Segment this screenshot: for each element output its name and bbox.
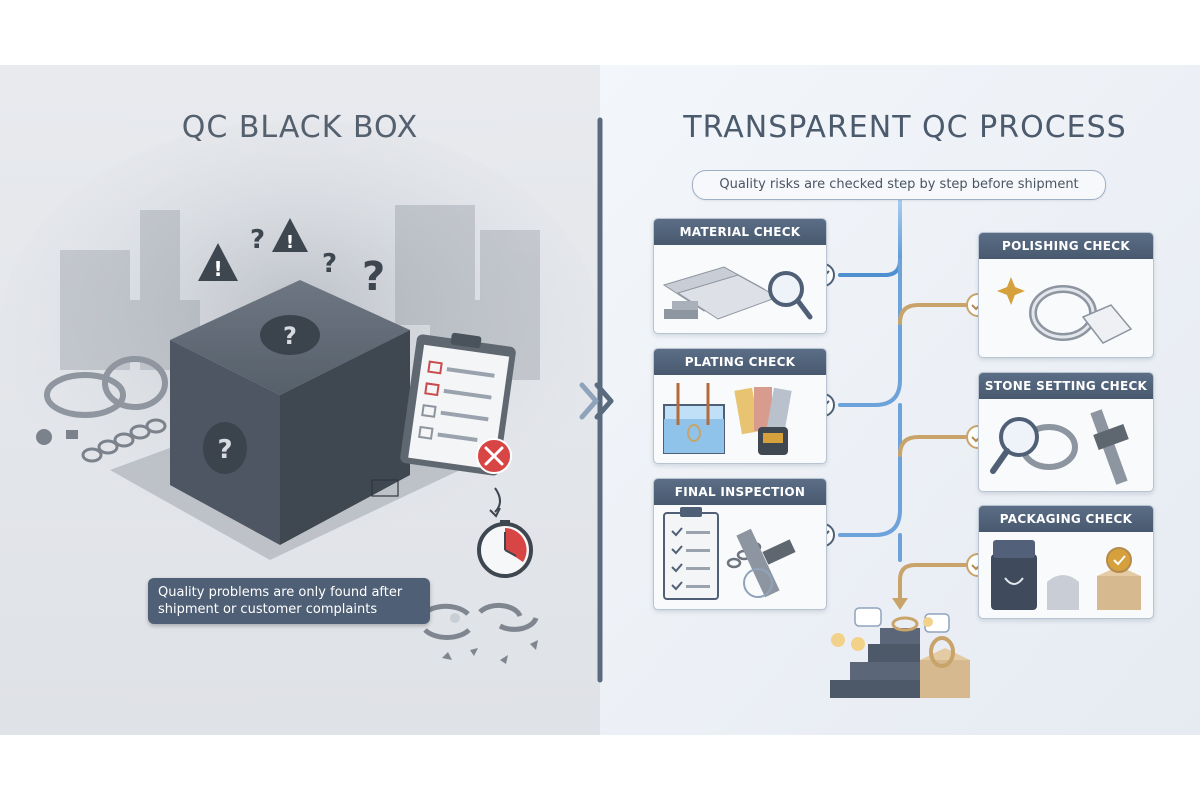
svg-text:!: ! xyxy=(286,232,294,253)
step-card-packaging-check: PACKAGING CHECK xyxy=(978,505,1154,619)
step-card-final-inspection: FINAL INSPECTION xyxy=(653,478,827,610)
step-card-title: PACKAGING CHECK xyxy=(979,506,1153,532)
step-card-title: POLISHING CHECK xyxy=(979,233,1153,259)
warning-icon: ! xyxy=(198,243,238,281)
step-card-material-check: MATERIAL CHECK xyxy=(653,218,827,334)
svg-text:!: ! xyxy=(213,257,222,281)
problem-note-line-2: shipment or customer complaints xyxy=(158,602,378,617)
chain xyxy=(81,418,167,463)
magnifier-icon xyxy=(768,271,804,307)
packaging-icon xyxy=(991,540,1141,610)
step-card-title: FINAL INSPECTION xyxy=(654,479,826,505)
material-icon xyxy=(662,266,813,320)
polishing-icon xyxy=(997,277,1133,344)
step-card-title: PLATING CHECK xyxy=(654,349,826,375)
question-icon: ? xyxy=(362,254,385,300)
left-title: QC BLACK BOX xyxy=(181,110,419,145)
plating-icon xyxy=(663,383,792,455)
question-icon: ? xyxy=(250,225,265,255)
process-subtitle: Quality risks are checked step by step b… xyxy=(692,170,1106,200)
clock-icon xyxy=(477,520,533,578)
problem-note: Quality problems are only found after sh… xyxy=(148,578,430,624)
problem-note-line-1: Quality problems are only found after xyxy=(158,585,403,600)
warning-icon: ! xyxy=(272,218,308,253)
final-inspection-icon xyxy=(663,507,796,600)
ring-pile xyxy=(44,356,168,418)
step-card-title: MATERIAL CHECK xyxy=(654,219,826,245)
chevron-right-icon xyxy=(579,382,614,420)
magnifier-icon xyxy=(999,417,1039,457)
svg-text:?: ? xyxy=(283,322,297,350)
stone-setting-icon xyxy=(990,409,1129,485)
step-card-stone-setting-check: STONE SETTING CHECK xyxy=(978,372,1154,492)
question-icon: ? xyxy=(322,249,337,279)
right-title: TRANSPARENT QC PROCESS xyxy=(683,110,1127,145)
black-box: ? ? xyxy=(170,280,410,545)
finished-goods xyxy=(830,607,970,698)
svg-text:?: ? xyxy=(217,435,232,465)
step-card-plating-check: PLATING CHECK xyxy=(653,348,827,464)
flow-lines xyxy=(838,198,967,602)
step-card-title: STONE SETTING CHECK xyxy=(979,373,1153,399)
step-card-polishing-check: POLISHING CHECK xyxy=(978,232,1154,358)
error-x-icon xyxy=(476,438,512,474)
